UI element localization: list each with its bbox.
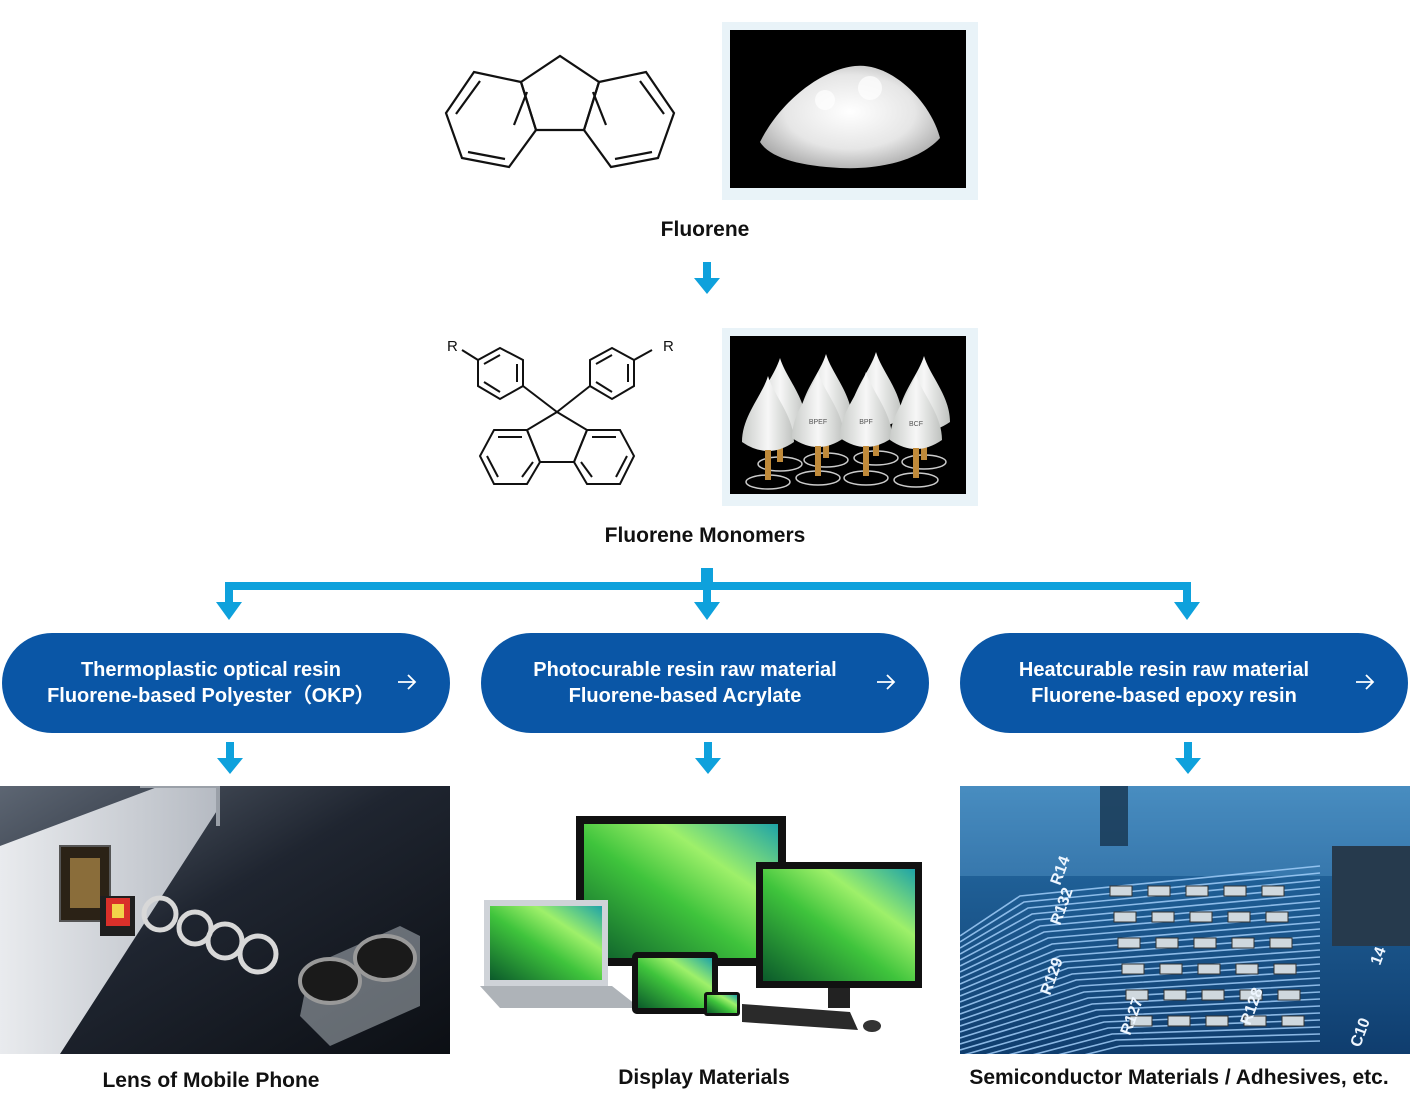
- smd-resistor: [1125, 989, 1149, 1001]
- smd-resistor: [1227, 911, 1251, 923]
- smd-resistor: [1147, 885, 1171, 897]
- smd-resistor: [1223, 885, 1247, 897]
- smd-resistor: [1243, 1015, 1267, 1027]
- category-line2: Fluorene-based Polyester（OKP）: [47, 685, 375, 707]
- smd-resistor: [1235, 963, 1259, 975]
- pcb-trace: [960, 977, 1321, 1033]
- smd-resistor: [1193, 937, 1217, 949]
- smd-resistor: [1231, 937, 1255, 949]
- arrow-down-icon: [695, 742, 721, 774]
- bottle-stem: [863, 446, 869, 476]
- fluorene-powder-photo: [722, 22, 978, 200]
- bottles-image: BPEF BPF BCF: [742, 352, 950, 490]
- category-line1: Thermoplastic optical resin: [80, 659, 342, 681]
- category-button-epoxy[interactable]: Heatcurable resin raw material Fluorene-…: [960, 633, 1408, 733]
- pcb-trace: [960, 949, 1321, 1009]
- arrow-down-icon: [1175, 742, 1201, 774]
- pcb-trace: [960, 984, 1321, 1039]
- application-label-semiconductor: Semiconductor Materials / Adhesives, etc…: [969, 1066, 1389, 1089]
- bottle-label: BCF: [909, 421, 923, 428]
- pcb-trace: [960, 998, 1321, 1051]
- category-line2: Fluorene-based epoxy resin: [1031, 685, 1297, 707]
- category-line1: Heatcurable resin raw material: [1018, 659, 1310, 681]
- smd-resistor: [1239, 989, 1263, 1001]
- smd-resistor: [1201, 989, 1225, 1001]
- pcb-trace: [960, 879, 1321, 949]
- smd-resistor: [1281, 1015, 1305, 1027]
- arrow-right-icon: [398, 674, 417, 690]
- pcb-trace: [964, 1005, 1321, 1054]
- smd-resistor: [1265, 911, 1289, 923]
- bottle: [792, 372, 844, 447]
- pcb-trace: [960, 956, 1321, 1015]
- monomer-bottles-photo: BPEF BPF BCF: [722, 328, 978, 506]
- pcb-trace: [1032, 1026, 1321, 1054]
- pcb-trace: [960, 872, 1321, 943]
- fluorene-monomer-structure: [461, 346, 653, 485]
- category-line2: Fluorene-based Acrylate: [568, 685, 802, 707]
- arrow-right-icon: [1356, 674, 1375, 690]
- arrow-down-icon: [217, 742, 243, 774]
- smd-resistor: [1155, 937, 1179, 949]
- powder-pile-image: [760, 65, 940, 169]
- smd-resistor: [1205, 1015, 1229, 1027]
- branch-connector: [216, 568, 1200, 620]
- smd-resistor: [1269, 937, 1293, 949]
- r-group-left: R: [447, 338, 458, 355]
- smd-resistor: [1185, 885, 1209, 897]
- arrow-down-icon: [694, 602, 720, 620]
- arrow-down-icon: [216, 602, 242, 620]
- fluorene-label: Fluorene: [660, 218, 750, 241]
- category-button-acrylate[interactable]: Photocurable resin raw material Fluorene…: [481, 633, 929, 733]
- arrow-down-icon: [694, 262, 720, 294]
- smd-resistor: [1159, 963, 1183, 975]
- smd-resistor: [1117, 937, 1141, 949]
- application-label-display: Display Materials: [618, 1066, 790, 1089]
- bottle: [742, 376, 794, 451]
- pcb-trace: [960, 900, 1321, 967]
- pcb-trace: [960, 942, 1321, 1003]
- phone-lens-image: [0, 786, 450, 1054]
- bottle: [840, 372, 892, 447]
- smd-resistor: [1113, 911, 1137, 923]
- smd-resistor: [1197, 963, 1221, 975]
- pcb-trace: [1058, 1033, 1321, 1054]
- smd-resistor: [1109, 885, 1133, 897]
- smd-resistor: [1167, 1015, 1191, 1027]
- smd-resistor: [1273, 963, 1297, 975]
- pcb-trace: [1084, 1040, 1321, 1054]
- pcb-silkscreen-label: 14: [1368, 945, 1390, 968]
- fluorene-monomers-label: Fluorene Monomers: [604, 524, 806, 547]
- smd-resistor: [1277, 989, 1301, 1001]
- display-devices-image: [480, 786, 930, 1054]
- arrow-down-icon: [1174, 602, 1200, 620]
- category-line1: Photocurable resin raw material: [533, 659, 837, 681]
- smd-resistor: [1151, 911, 1175, 923]
- bottle-label: BPEF: [809, 419, 827, 426]
- pcb-trace: [960, 928, 1321, 991]
- bottle-label: BPF: [859, 419, 873, 426]
- bottle-stem: [815, 446, 821, 476]
- arrow-right-icon: [877, 674, 896, 690]
- smd-resistor: [1121, 963, 1145, 975]
- pcb-trace: [960, 893, 1321, 961]
- bottle-stem: [765, 450, 771, 480]
- bottle: [890, 374, 942, 449]
- pcb-trace: [960, 865, 1321, 937]
- pcb-trace: [960, 914, 1321, 979]
- pcb-trace: [960, 921, 1321, 985]
- pcb-trace: [960, 970, 1321, 1027]
- smd-resistor: [1163, 989, 1187, 1001]
- bottle-stem: [913, 448, 919, 478]
- smd-resistor: [1189, 911, 1213, 923]
- category-button-okp[interactable]: Thermoplastic optical resin Fluorene-bas…: [2, 633, 450, 733]
- r-group-right: R: [663, 338, 674, 355]
- smd-resistor: [1129, 1015, 1153, 1027]
- application-label-lens: Lens of Mobile Phone: [102, 1069, 320, 1092]
- smd-resistor: [1261, 885, 1285, 897]
- fluorene-structure: [444, 54, 676, 169]
